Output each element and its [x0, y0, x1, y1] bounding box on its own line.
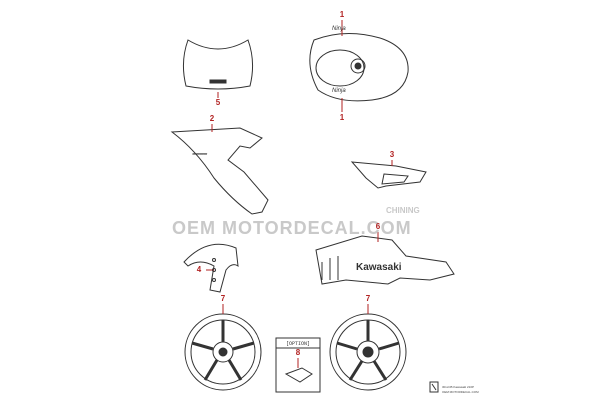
option-box	[275, 337, 321, 393]
watermark-site: OEM MOTORDECAL.COM	[172, 218, 412, 238]
callout-4: 4	[196, 265, 202, 274]
callout-6: 6	[375, 222, 381, 231]
callout-5: 5	[215, 98, 221, 107]
side-cowl-part	[350, 160, 427, 189]
footer-title: 30xxCB Kawasaki 210P	[442, 385, 475, 389]
footer-site: OEM MOTORDECAL.COM	[442, 390, 479, 394]
callout-1-top: 1	[339, 10, 345, 19]
tank-decal-text-bottom: Ninja	[332, 88, 346, 94]
callout-8: 8	[295, 348, 301, 357]
callout-3: 3	[389, 150, 395, 159]
front-wheel-part	[184, 304, 262, 391]
callout-1-bottom: 1	[339, 113, 345, 122]
windscreen-part	[182, 39, 254, 98]
brand-logo-mark	[429, 381, 439, 393]
fuel-tank-part	[309, 20, 409, 112]
callout-7-rear: 7	[365, 294, 371, 303]
option-label: [OPTION]	[285, 341, 310, 347]
front-fender-part	[183, 243, 239, 293]
tank-decal-text-top: Ninja	[332, 26, 346, 32]
rear-wheel-part	[329, 304, 407, 391]
fairing-stripe-text: ━━━━	[192, 152, 208, 158]
callout-7-front: 7	[220, 294, 226, 303]
lower-fairing-part: Kawasaki	[315, 232, 455, 285]
watermark-tag: CHINING	[386, 206, 420, 215]
callout-2: 2	[209, 114, 215, 123]
upper-fairing-part: ━━━━	[170, 124, 269, 215]
fairing-brand-text: Kawasaki	[356, 262, 402, 273]
